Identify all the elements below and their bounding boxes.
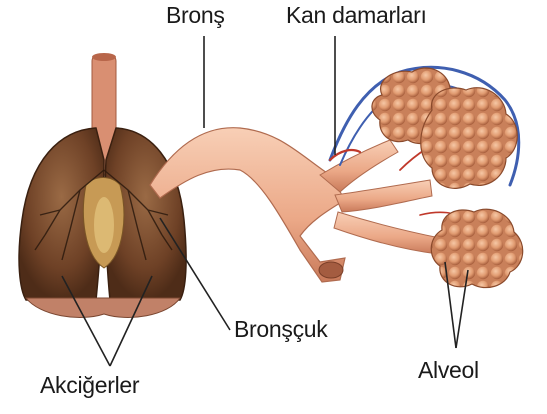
label-lungs: Akciğerler — [40, 372, 139, 399]
bronchus-tube — [150, 128, 440, 282]
lungs-illustration — [19, 128, 186, 317]
alveoli-clusters — [372, 68, 523, 288]
label-bronchus: Bronş — [166, 2, 225, 29]
label-blood-vessels: Kan damarları — [286, 2, 427, 29]
label-bronchiole: Bronşçuk — [234, 316, 327, 343]
label-alveoli: Alveol — [418, 357, 479, 384]
